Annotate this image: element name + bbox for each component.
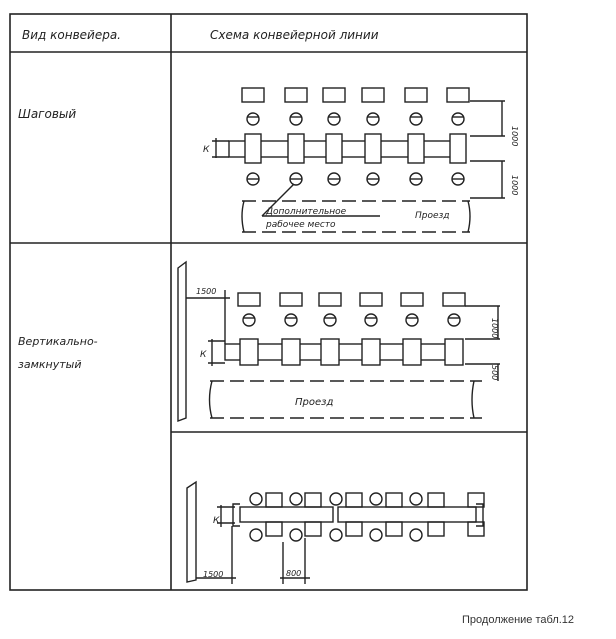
worker-top — [289, 492, 303, 506]
workbench-bottom — [304, 521, 322, 537]
conveyor-carriage — [244, 133, 262, 164]
workbench-bottom — [265, 521, 283, 537]
end-bracket-right — [476, 503, 484, 527]
dim-bottom-1: 1000 — [510, 175, 519, 195]
row-type-vertical-2: замкнутый — [18, 358, 81, 371]
conveyor-carriage — [320, 338, 340, 366]
worker-top — [289, 112, 303, 126]
passage-label-2: Проезд — [295, 397, 333, 408]
workbench-top — [345, 492, 363, 508]
workbench-top — [265, 492, 283, 508]
dim-wall-3: 1500 — [203, 570, 223, 579]
worker — [364, 313, 378, 327]
worker-top — [451, 112, 465, 126]
worker — [323, 313, 337, 327]
workbench — [361, 87, 385, 103]
dim-pitch-3: 800 — [286, 569, 301, 578]
passage-break — [471, 380, 475, 419]
dim-top-1: 1000 — [510, 126, 519, 146]
worker-top — [327, 112, 341, 126]
worker-top — [369, 492, 383, 506]
conveyor-carriage — [407, 133, 425, 164]
conveyor-carriage — [287, 133, 305, 164]
conveyor-belt — [224, 343, 462, 361]
extra-place-label-2: рабочее место — [265, 220, 336, 230]
wall — [177, 260, 187, 423]
conveyor-carriage — [239, 338, 259, 366]
workbench-bottom — [385, 521, 403, 537]
conveyor-carriage — [449, 133, 467, 164]
worker-top — [246, 112, 260, 126]
passage-break — [208, 380, 213, 419]
conveyor-belt — [228, 140, 466, 158]
row-type-vertical-1: Вертикально- — [18, 335, 98, 348]
workbench — [400, 292, 424, 307]
workbench-bottom — [427, 521, 445, 537]
workbench-bottom — [467, 521, 485, 537]
workbench — [241, 87, 265, 103]
table-continuation-note: Продолжение табл.12 — [462, 614, 575, 626]
vertical-conveyor-scheme — [177, 260, 500, 423]
workbench — [404, 87, 428, 103]
worker-top — [329, 492, 343, 506]
conveyor-carriage — [325, 133, 343, 164]
workbench-bottom — [345, 521, 363, 537]
dim-wall-2: 1500 — [196, 287, 216, 296]
worker — [405, 313, 419, 327]
workbench — [237, 292, 261, 307]
dim-top-2: 1000 — [490, 318, 499, 338]
header-conveyor-type: Вид конвейера. — [22, 28, 121, 42]
workbench-top — [385, 492, 403, 508]
k-label-3: К — [213, 516, 220, 526]
conveyor-carriage — [281, 338, 301, 366]
workbench — [322, 87, 346, 103]
worker-bottom — [369, 528, 383, 542]
worker — [447, 313, 461, 327]
k-label-2: К — [200, 350, 207, 360]
step-conveyor-scheme — [212, 87, 505, 233]
worker — [242, 313, 256, 327]
worker-top — [409, 492, 423, 506]
worker-bottom — [329, 528, 343, 542]
workbench — [359, 292, 383, 307]
worker — [284, 313, 298, 327]
k-label-1: К — [203, 145, 210, 155]
worker-bottom — [409, 528, 423, 542]
workbench-top — [427, 492, 445, 508]
worker-top — [366, 112, 380, 126]
passage-label-1: Проезд — [415, 211, 450, 221]
table-grid — [9, 13, 528, 591]
passage-break — [241, 200, 245, 233]
workbench — [442, 292, 466, 307]
workbench — [279, 292, 303, 307]
worker-top — [249, 492, 263, 506]
extra-place-label-1: Дополнительное — [265, 207, 347, 217]
passage-break — [467, 200, 471, 233]
leader-line — [261, 183, 295, 217]
row-type-step: Шаговый — [18, 107, 76, 121]
worker-bottom — [289, 528, 303, 542]
workbench — [284, 87, 308, 103]
workbench-top — [304, 492, 322, 508]
conveyor-carriage — [402, 338, 422, 366]
end-bracket-left — [232, 503, 240, 527]
workbench-top — [467, 492, 485, 508]
conveyor-carriage — [364, 133, 382, 164]
conveyor-rail-right — [337, 506, 477, 523]
worker-top — [409, 112, 423, 126]
workbench — [318, 292, 342, 307]
closed-conveyor-scheme — [186, 480, 485, 584]
dim-bottom-2: 500 — [490, 365, 499, 380]
workbench — [446, 87, 470, 103]
worker-bottom — [249, 528, 263, 542]
conveyor-rail-left — [239, 506, 334, 523]
header-line-scheme: Схема конвейерной линии — [210, 28, 379, 42]
conveyor-carriage — [444, 338, 464, 366]
conveyor-carriage — [361, 338, 381, 366]
wall — [186, 480, 197, 583]
